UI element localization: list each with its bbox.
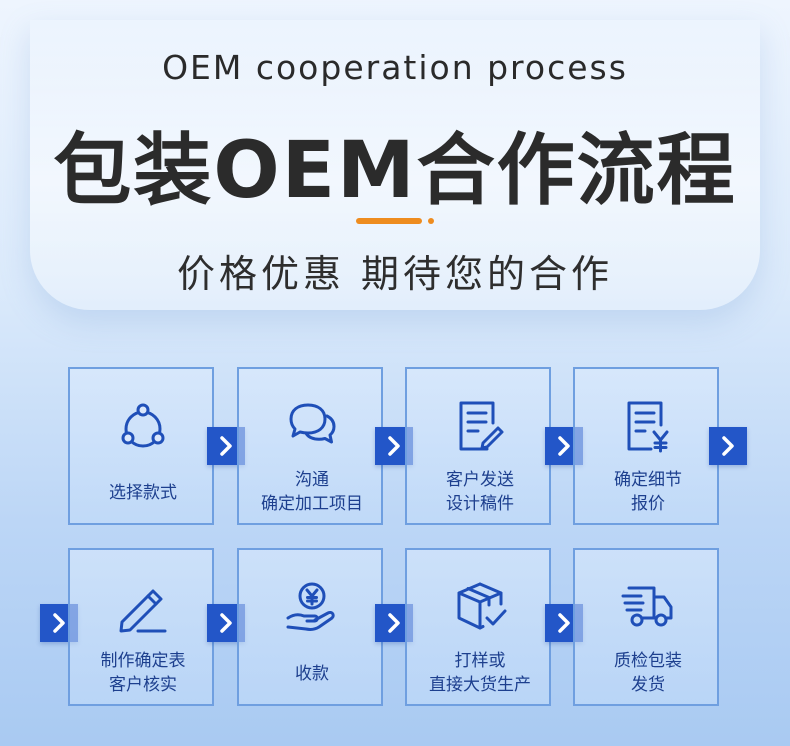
step-card-send-design: 客户发送 设计稿件 — [405, 367, 551, 525]
step-label-line2: 发货 — [631, 675, 665, 695]
accent-divider — [356, 218, 422, 224]
step-label: 收款 — [295, 664, 329, 684]
step-label-line2: 客户核实 — [109, 675, 177, 695]
arrow-right-icon — [709, 427, 747, 465]
step-label-line1: 沟通 — [295, 470, 329, 490]
accent-dot — [428, 218, 434, 224]
step-label-line2: 设计稿件 — [446, 494, 514, 514]
step-label: 选择款式 — [109, 483, 177, 503]
step-label-line1: 打样或 — [454, 651, 506, 671]
step-card-sampling-production: 打样或 直接大货生产 — [405, 548, 551, 706]
page-title: 包装OEM合作流程 — [53, 126, 737, 216]
delivery-truck-icon — [621, 580, 675, 634]
pencil-icon — [116, 580, 170, 634]
step-card-select-style: 选择款式 — [68, 367, 214, 525]
step-label-line2: 确定加工项目 — [261, 494, 363, 514]
document-price-icon — [621, 399, 675, 453]
step-label-line2: 直接大货生产 — [429, 675, 531, 695]
chat-bubbles-icon — [285, 399, 339, 453]
step-label-line1: 确定细节 — [614, 470, 682, 490]
document-edit-icon — [453, 399, 507, 453]
hand-coin-icon — [285, 580, 339, 634]
step-label-line1: 质检包装 — [614, 651, 682, 671]
step-card-payment: 收款 — [237, 548, 383, 706]
step-card-communicate: 沟通 确定加工项目 — [237, 367, 383, 525]
box-check-icon — [453, 580, 507, 634]
step-label-line1: 客户发送 — [446, 470, 514, 490]
share-nodes-icon — [116, 399, 170, 453]
header-panel — [30, 20, 760, 310]
step-card-confirmation-sheet: 制作确定表 客户核实 — [68, 548, 214, 706]
step-card-quote: 确定细节 报价 — [573, 367, 719, 525]
step-label-line2: 报价 — [631, 494, 665, 514]
step-card-inspection-shipping: 质检包装 发货 — [573, 548, 719, 706]
tagline: 价格优惠 期待您的合作 — [176, 252, 614, 296]
step-label-line1: 制作确定表 — [100, 651, 186, 671]
english-subtitle: OEM cooperation process — [162, 48, 628, 87]
